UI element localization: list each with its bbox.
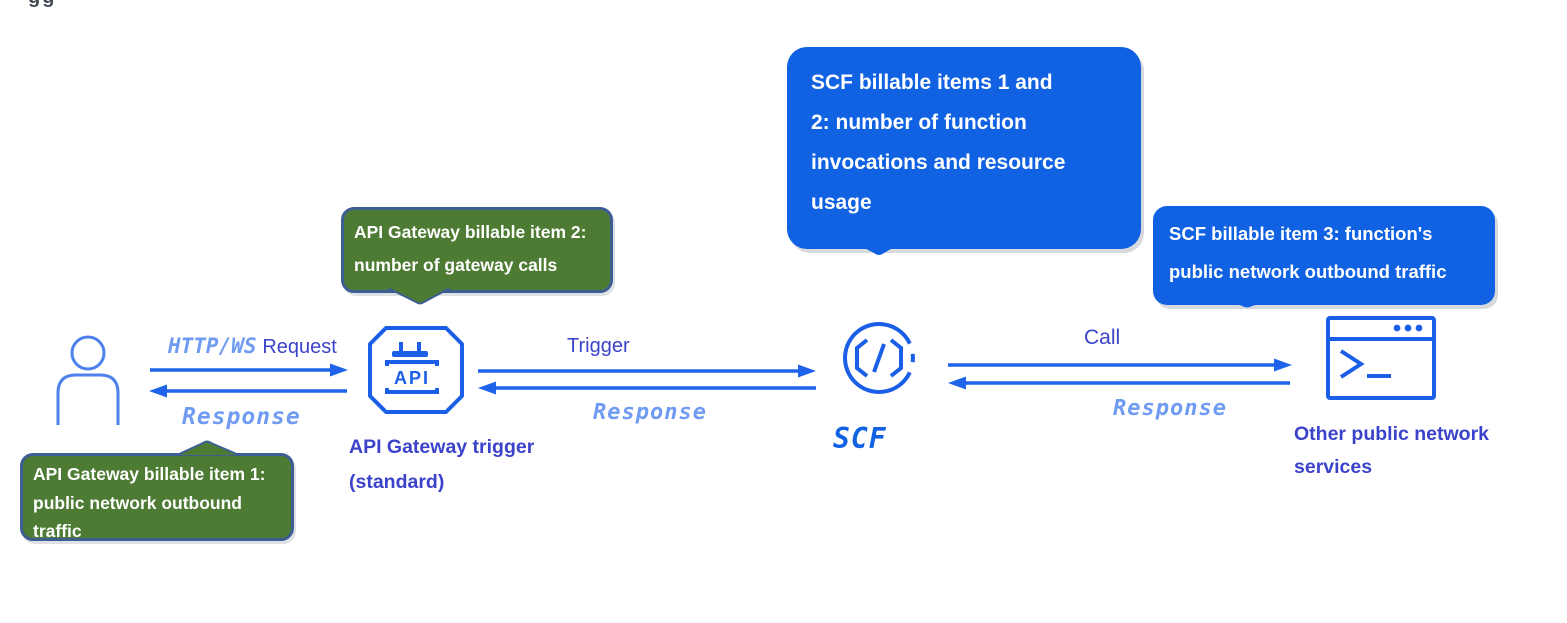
other-services-label-line1: Other public network <box>1294 423 1490 445</box>
arrow-user-to-api <box>150 363 348 377</box>
callout-line: usage <box>811 191 872 214</box>
callout-api-item-2: API Gateway billable item 2: number of g… <box>341 207 613 293</box>
callout-line: API Gateway billable item 1: <box>33 464 266 484</box>
api-gateway-label: API Gateway trigger (standard) <box>349 430 534 500</box>
api-gateway-label-line2: (standard) <box>349 471 445 493</box>
scf-label: SCF <box>833 422 887 455</box>
label-response-services: Response <box>1113 396 1227 421</box>
label-call: Call <box>1084 326 1121 349</box>
label-trigger: Trigger <box>567 335 630 357</box>
callout-api-item-1: API Gateway billable item 1: public netw… <box>20 453 294 541</box>
callout-tail-up <box>176 440 240 455</box>
callout-tail-down <box>1214 294 1294 308</box>
callout-scf-item-3: SCF billable item 3: function's public n… <box>1153 206 1495 305</box>
api-gateway-icon: API <box>368 326 464 414</box>
terminal-window-icon <box>1326 316 1436 400</box>
user-icon <box>56 335 120 425</box>
api-gateway-label-line1: API Gateway trigger <box>349 436 535 458</box>
scf-icon <box>843 322 915 394</box>
label-response-user: Response <box>182 404 301 430</box>
arrow-scf-to-services <box>948 358 1292 372</box>
callout-tail-down <box>832 231 922 255</box>
callout-tail-down <box>387 288 451 305</box>
callout-line: SCF billable item 3: function's <box>1169 223 1433 244</box>
label-request: Request <box>262 336 337 358</box>
api-icon-caption: API <box>394 368 430 388</box>
other-services-label-line2: services <box>1294 456 1373 478</box>
label-response-api: Response <box>593 400 707 425</box>
arrow-scf-to-api <box>478 381 816 395</box>
callout-line: number of gateway calls <box>354 255 558 275</box>
label-http-ws-request: HTTP/WS Request <box>168 334 337 359</box>
callout-line: API Gateway billable item 2: <box>354 222 587 242</box>
clipped-text-artifact: gg <box>28 0 56 9</box>
callout-scf-items-1-2: SCF billable items 1 and 2: number of fu… <box>787 47 1141 249</box>
callout-line: public network outbound traffic <box>1169 261 1447 282</box>
callout-line: 2: number of function <box>811 111 1027 134</box>
callout-line: traffic <box>33 521 82 541</box>
label-protocol: HTTP/WS <box>168 334 257 358</box>
callout-line: public network outbound <box>33 492 243 513</box>
arrow-api-to-user <box>149 384 347 398</box>
callout-line: SCF billable items 1 and <box>811 71 1053 94</box>
arrow-api-to-scf <box>478 364 816 378</box>
other-services-label: Other public network services <box>1294 418 1489 484</box>
arrow-services-to-scf <box>948 376 1290 390</box>
callout-line: invocations and resource <box>811 151 1066 174</box>
